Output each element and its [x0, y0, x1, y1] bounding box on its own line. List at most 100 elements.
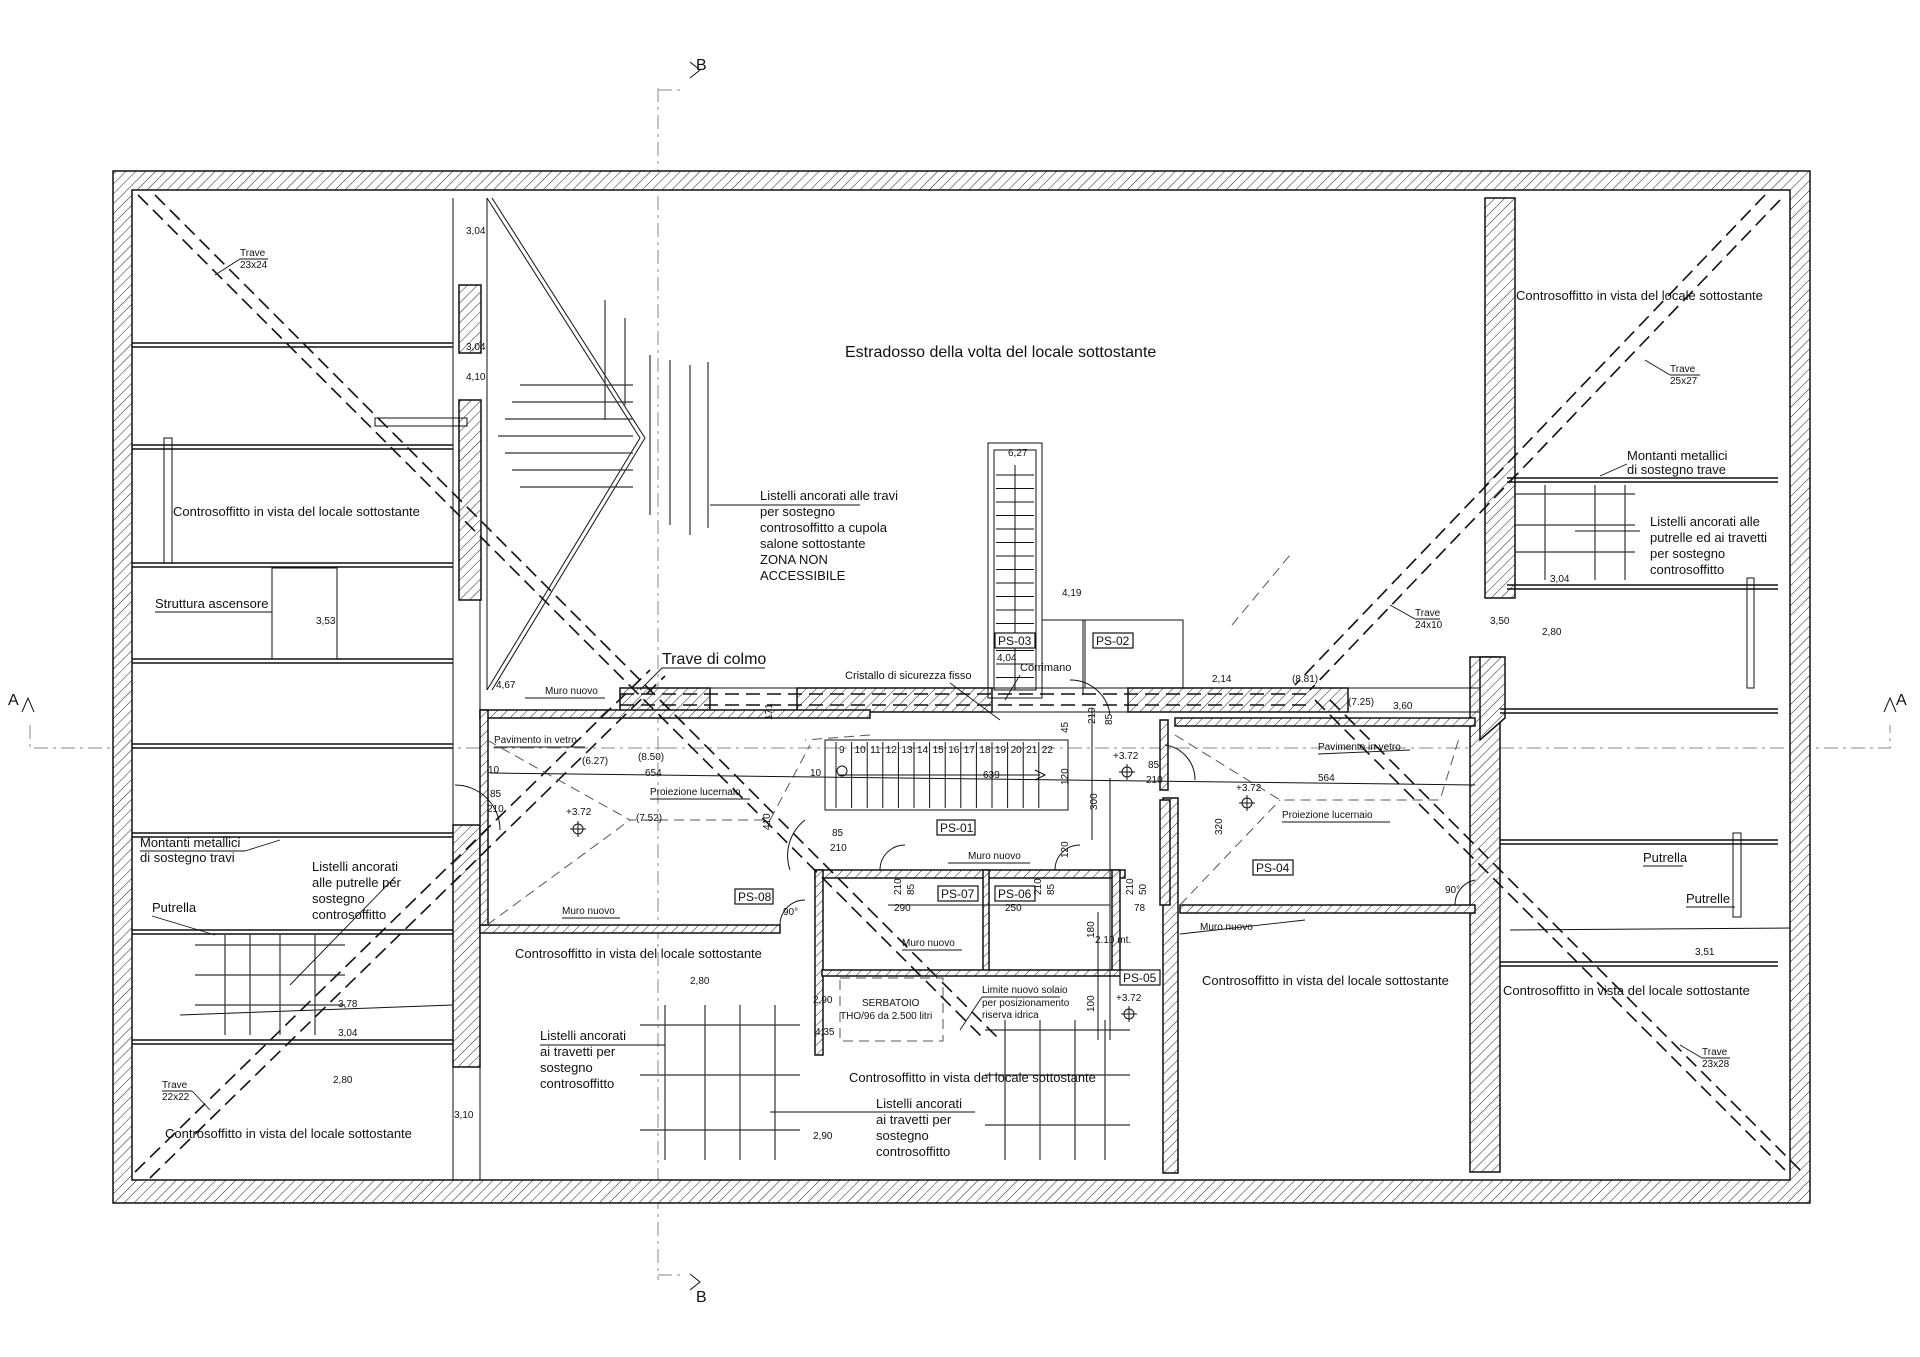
svg-text:85: 85 — [906, 883, 917, 895]
svg-text:2,80: 2,80 — [690, 976, 710, 987]
stair-horizontal — [824, 739, 1069, 811]
svg-text:171: 171 — [764, 703, 775, 720]
svg-text:+3.72: +3.72 — [1113, 751, 1139, 762]
svg-text:2.10 mt.: 2.10 mt. — [1095, 935, 1131, 946]
left-bay-grid — [195, 935, 345, 1035]
label-pavimento-vetro-l: Pavimento in vetro — [494, 735, 577, 746]
label-muro-nuovo-e: Muro nuovo — [1200, 922, 1253, 933]
svg-text:120: 120 — [1060, 768, 1071, 785]
svg-text:85: 85 — [490, 789, 502, 800]
svg-text:6,27: 6,27 — [1008, 448, 1028, 459]
svg-text:di sostegno trave: di sostegno trave — [1627, 462, 1726, 477]
room-tag-ps06: PS-06 — [994, 885, 1036, 902]
svg-text:10: 10 — [810, 768, 822, 779]
left-bay-beams — [132, 342, 468, 1045]
room-tag-ps04: PS-04 — [1252, 859, 1294, 876]
svg-text:sostegno: sostegno — [312, 891, 365, 906]
svg-text:Trave: Trave — [1702, 1047, 1728, 1058]
svg-text:putrelle ed ai travetti: putrelle ed ai travetti — [1650, 530, 1767, 545]
label-controsoffitto-tr: Controsoffitto in vista del locale sotto… — [1516, 288, 1763, 303]
svg-text:210: 210 — [1033, 878, 1044, 895]
label-putrella-r: Putrella — [1643, 850, 1688, 865]
svg-text:controsoffitto: controsoffitto — [876, 1144, 950, 1159]
svg-text:Trave: Trave — [162, 1080, 188, 1091]
svg-text:3,04: 3,04 — [338, 1028, 358, 1039]
stair-step-number: 11 — [870, 745, 881, 756]
svg-text:per posizionamento: per posizionamento — [982, 998, 1070, 1009]
svg-text:3,78: 3,78 — [338, 999, 358, 1010]
svg-text:Trave: Trave — [1670, 364, 1696, 375]
label-serbatoio: SERBATOIO THO/96 da 2.500 litri — [840, 998, 932, 1022]
stair-step-number: 17 — [964, 745, 976, 756]
svg-text:PS-07: PS-07 — [941, 887, 975, 901]
label-proiezione-r: Proiezione lucernaio — [1282, 810, 1373, 821]
svg-text:210: 210 — [1125, 878, 1136, 895]
svg-text:50: 50 — [1138, 883, 1149, 895]
svg-text:78: 78 — [1134, 903, 1146, 914]
svg-text:sostegno: sostegno — [876, 1128, 929, 1143]
label-montanti-travi: Montanti metallici di sostegno travi — [140, 835, 241, 865]
label-putrelle-r: Putrelle — [1686, 891, 1730, 906]
section-mark-a-left: A — [8, 692, 19, 709]
label-estradosso: Estradosso della volta del locale sottos… — [845, 344, 1156, 361]
stair-step-number: 10 — [855, 745, 867, 756]
svg-text:Montanti metallici: Montanti metallici — [1627, 448, 1728, 463]
stair-step-number: 20 — [1011, 745, 1023, 756]
svg-text:100: 100 — [1086, 995, 1097, 1012]
svg-text:564: 564 — [1318, 773, 1335, 784]
svg-text:controsoffitto: controsoffitto — [312, 907, 386, 922]
svg-text:Limite nuovo solaio: Limite nuovo solaio — [982, 985, 1068, 996]
svg-text:PS-05: PS-05 — [1123, 971, 1157, 985]
svg-text:Listelli ancorati: Listelli ancorati — [312, 859, 398, 874]
dimensions: 10 654 10 639 564 85 210 85 210 85 210 2… — [487, 703, 1460, 1012]
svg-text:+3.72: +3.72 — [1236, 783, 1262, 794]
label-putrella-l: Putrella — [152, 900, 197, 915]
label-pavimento-vetro-r: Pavimento in vetro — [1318, 742, 1401, 753]
svg-text:4,04: 4,04 — [997, 653, 1017, 664]
svg-text:180: 180 — [1086, 921, 1097, 938]
svg-text:290: 290 — [894, 903, 911, 914]
svg-text:ACCESSIBILE: ACCESSIBILE — [760, 568, 846, 583]
label-listelli-travetti-b: Listelli ancorati ai travetti per sosteg… — [876, 1096, 962, 1159]
label-corrimano: Corrimano — [1020, 662, 1071, 674]
svg-text:210: 210 — [830, 843, 847, 854]
svg-text:2,90: 2,90 — [813, 1131, 833, 1142]
svg-text:85: 85 — [1104, 713, 1115, 725]
svg-text:salone sottostante: salone sottostante — [760, 536, 866, 551]
label-struttura-ascensore: Struttura ascensore — [155, 596, 268, 611]
svg-text:4,35: 4,35 — [815, 1027, 835, 1038]
cupola-listelli — [486, 197, 646, 691]
label-cristallo: Cristallo di sicurezza fisso — [845, 670, 972, 682]
svg-text:2,80: 2,80 — [333, 1075, 353, 1086]
room-tag-ps01: PS-01 — [936, 819, 976, 836]
labels: Estradosso della volta del locale sottos… — [140, 288, 1767, 1159]
room-tag-ps02: PS-02 — [1092, 632, 1134, 649]
ps02-room — [1041, 560, 1184, 695]
svg-text:PS-01: PS-01 — [940, 821, 974, 835]
svg-text:410: 410 — [762, 813, 773, 830]
skylight-projections — [486, 734, 1461, 926]
svg-text:654: 654 — [645, 768, 662, 779]
svg-text:639: 639 — [983, 770, 1000, 781]
svg-text:PS-02: PS-02 — [1096, 634, 1130, 648]
svg-text:PS-04: PS-04 — [1256, 861, 1290, 875]
svg-text:210: 210 — [487, 804, 504, 815]
section-mark-b-bottom: B — [696, 1289, 707, 1306]
svg-text:250: 250 — [1005, 903, 1022, 914]
label-muro-nuovo-d: Muro nuovo — [902, 938, 955, 949]
label-muro-nuovo-b: Muro nuovo — [562, 906, 615, 917]
svg-text:210: 210 — [1146, 775, 1163, 786]
svg-text:alle putrelle per: alle putrelle per — [312, 875, 402, 890]
svg-text:4,10: 4,10 — [466, 372, 486, 383]
svg-text:+3.72: +3.72 — [566, 807, 592, 818]
svg-text:2,80: 2,80 — [1542, 627, 1562, 638]
svg-text:120: 120 — [1060, 841, 1071, 858]
svg-text:ZONA NON: ZONA NON — [760, 552, 828, 567]
stair-step-number: 14 — [917, 745, 929, 756]
svg-text:320: 320 — [1214, 818, 1225, 835]
svg-text:SERBATOIO: SERBATOIO — [862, 998, 920, 1009]
outer-walls — [112, 170, 1811, 1204]
right-bay-grid — [1515, 485, 1635, 580]
